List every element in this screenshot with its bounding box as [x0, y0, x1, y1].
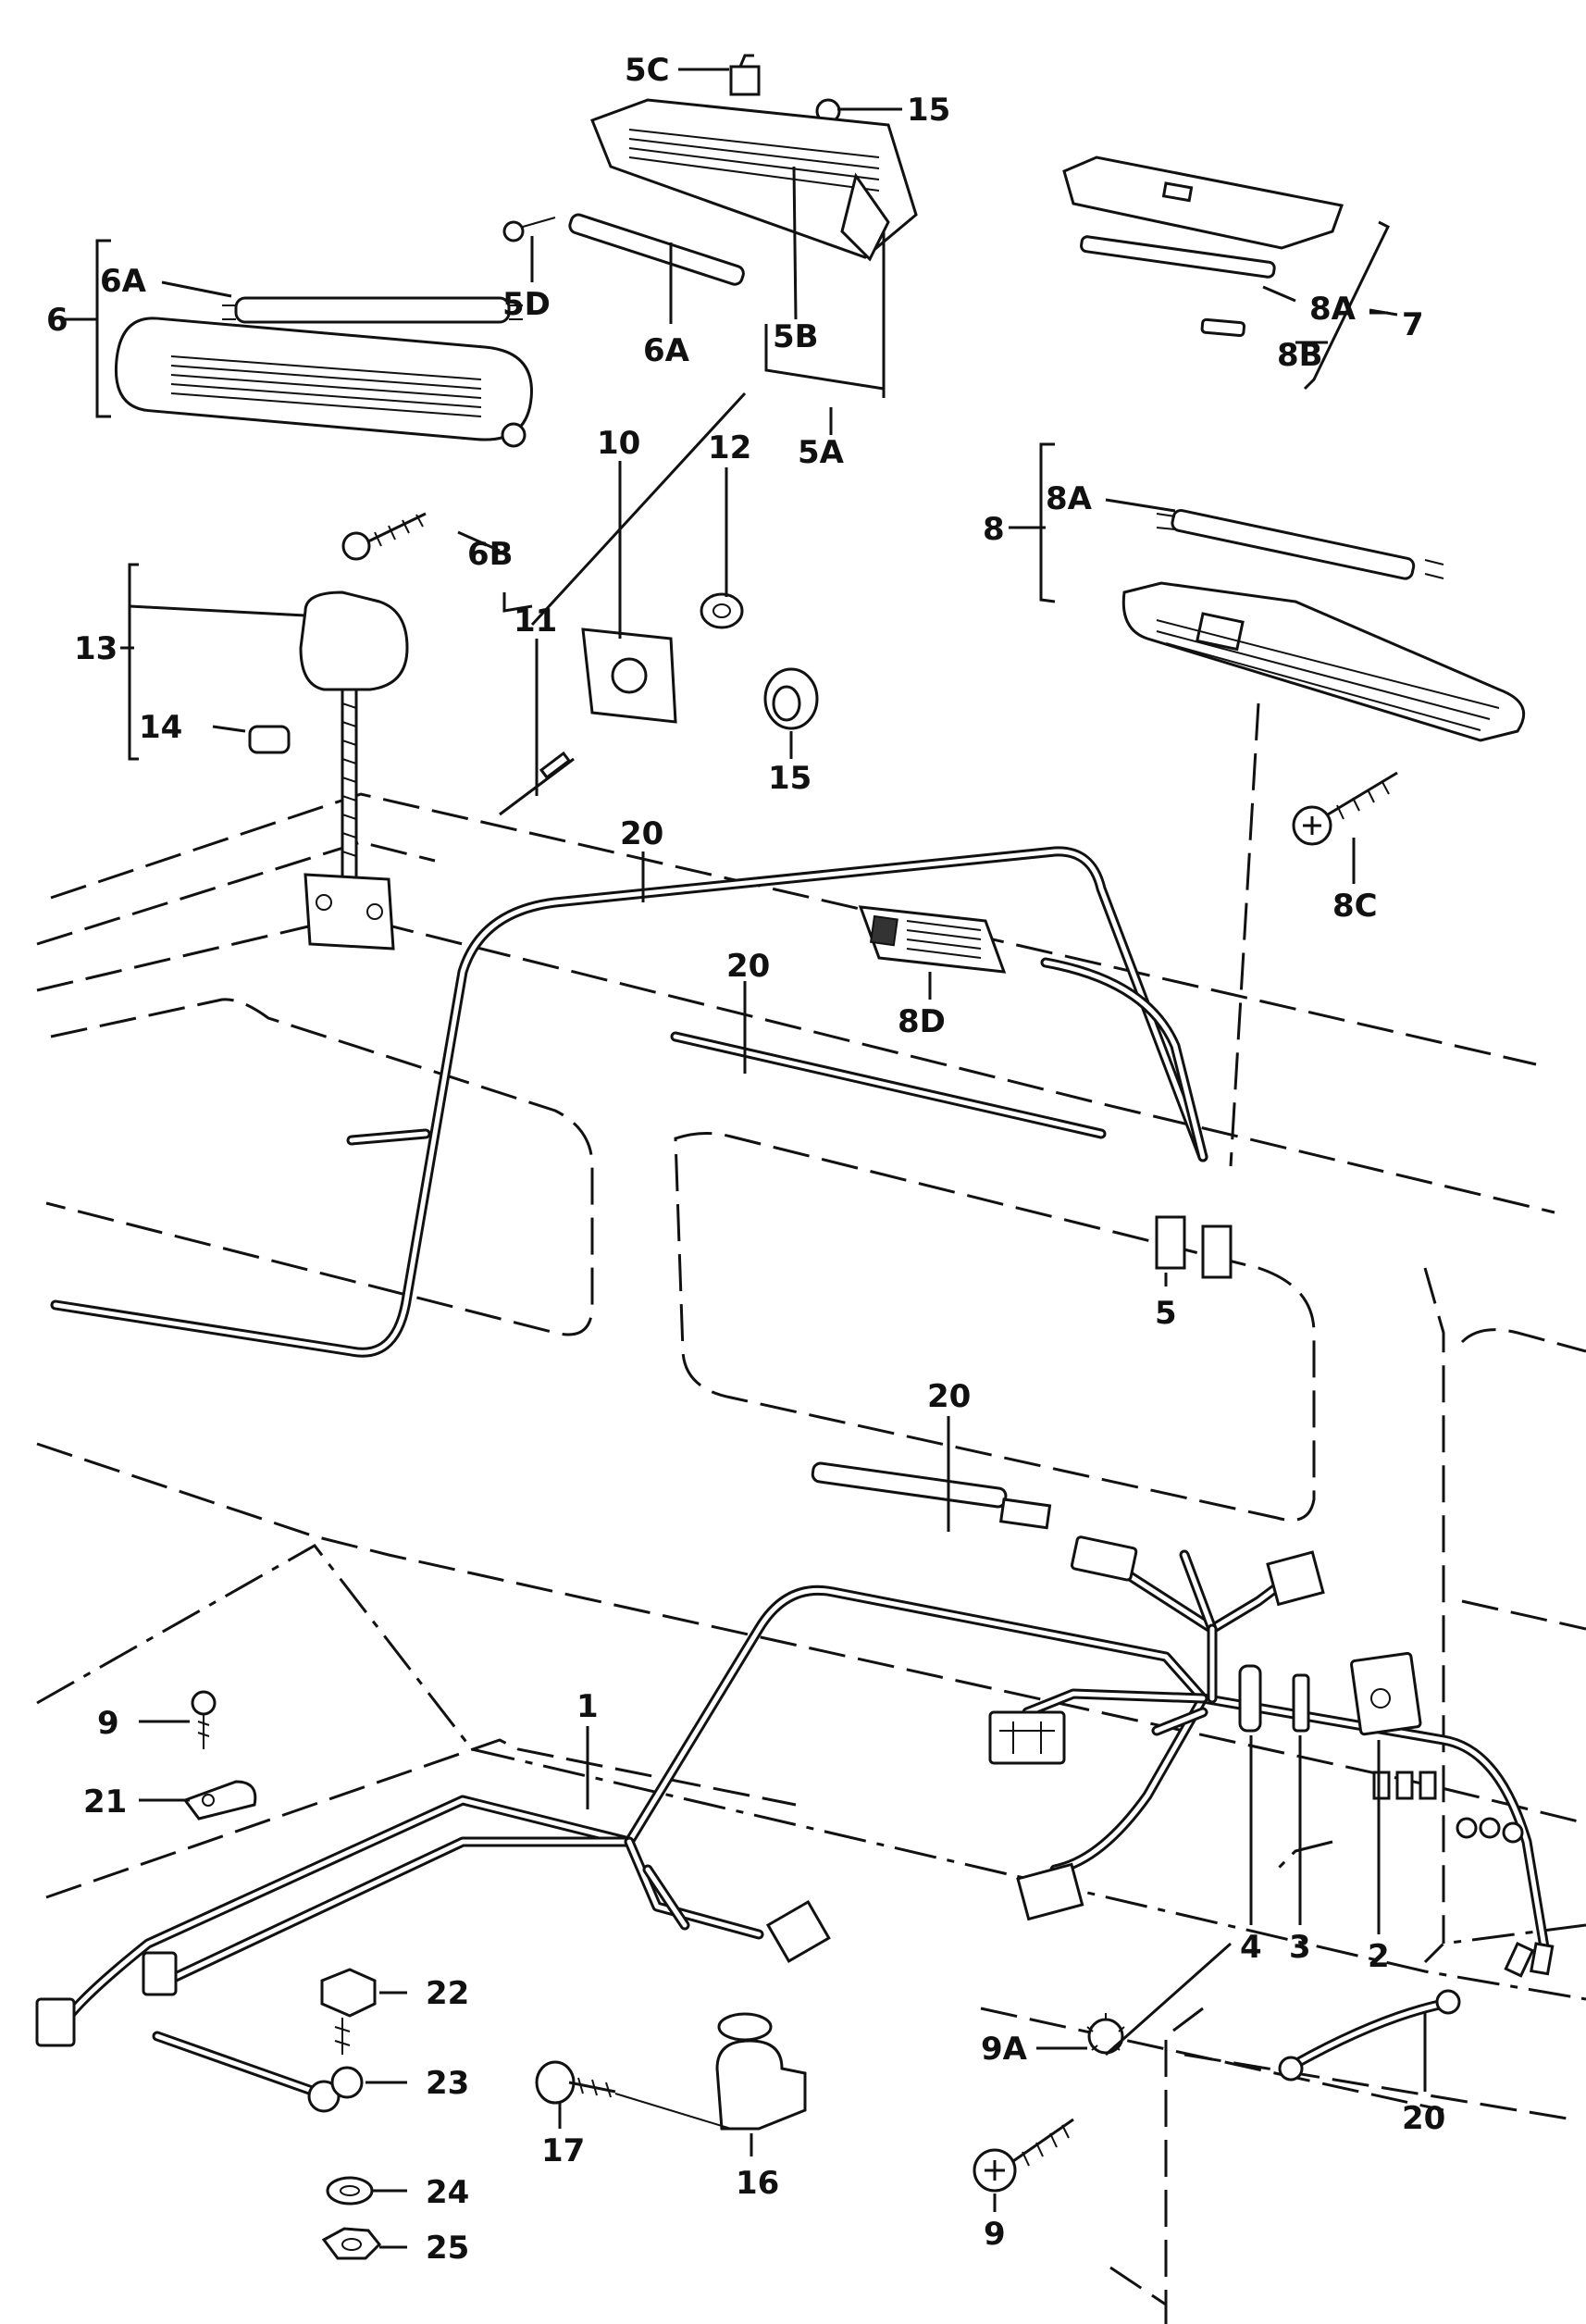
label-16: 16 — [736, 2165, 779, 2202]
label-20-upper: 20 — [620, 815, 663, 852]
label-8C: 8C — [1332, 888, 1378, 925]
label-23: 23 — [426, 2065, 469, 2102]
label-5B: 5B — [773, 318, 819, 355]
label-2: 2 — [1368, 1938, 1390, 1975]
label-8A-top: 8A — [1309, 291, 1357, 328]
label-24: 24 — [426, 2174, 469, 2211]
label-6: 6 — [46, 302, 68, 339]
label-10: 10 — [597, 425, 640, 462]
label-22: 22 — [426, 1975, 469, 2012]
label-6A-mid: 6A — [643, 332, 690, 369]
label-9-left: 9 — [97, 1705, 119, 1742]
label-4: 4 — [1240, 1929, 1262, 1966]
label-5A: 5A — [798, 434, 845, 471]
label-8D: 8D — [898, 1003, 946, 1040]
label-5: 5 — [1155, 1295, 1177, 1332]
label-20-lower: 20 — [927, 1378, 971, 1415]
label-8: 8 — [983, 511, 1005, 548]
label-9A: 9A — [981, 2031, 1028, 2068]
label-21: 21 — [83, 1783, 127, 1821]
part-labels: 5C 15 6A 6 5D 6A 5B 5A 8A 7 8B 6B 10 12 … — [46, 52, 1445, 2267]
label-5C: 5C — [625, 52, 670, 89]
parts — [35, 54, 1555, 2260]
label-17: 17 — [541, 2132, 585, 2169]
label-3: 3 — [1289, 1929, 1311, 1966]
label-5D: 5D — [502, 286, 551, 323]
wiring — [50, 846, 1551, 2097]
label-11: 11 — [514, 603, 557, 640]
label-7: 7 — [1402, 306, 1424, 343]
label-9-bottom: 9 — [984, 2216, 1006, 2253]
label-15-mid: 15 — [768, 760, 812, 797]
label-13: 13 — [74, 630, 118, 667]
label-20-mid: 20 — [726, 948, 770, 985]
label-8A-right: 8A — [1046, 480, 1093, 517]
label-6A-left: 6A — [100, 263, 147, 300]
leader-lines — [63, 68, 1427, 2249]
label-15-top: 15 — [907, 92, 950, 129]
label-25: 25 — [426, 2230, 469, 2267]
body-outline — [36, 702, 1586, 2324]
label-8B: 8B — [1277, 337, 1323, 374]
label-20-bottom: 20 — [1402, 2100, 1445, 2137]
label-12: 12 — [708, 429, 751, 466]
label-1: 1 — [576, 1688, 599, 1725]
label-6B: 6B — [467, 536, 514, 573]
label-14: 14 — [139, 709, 182, 746]
